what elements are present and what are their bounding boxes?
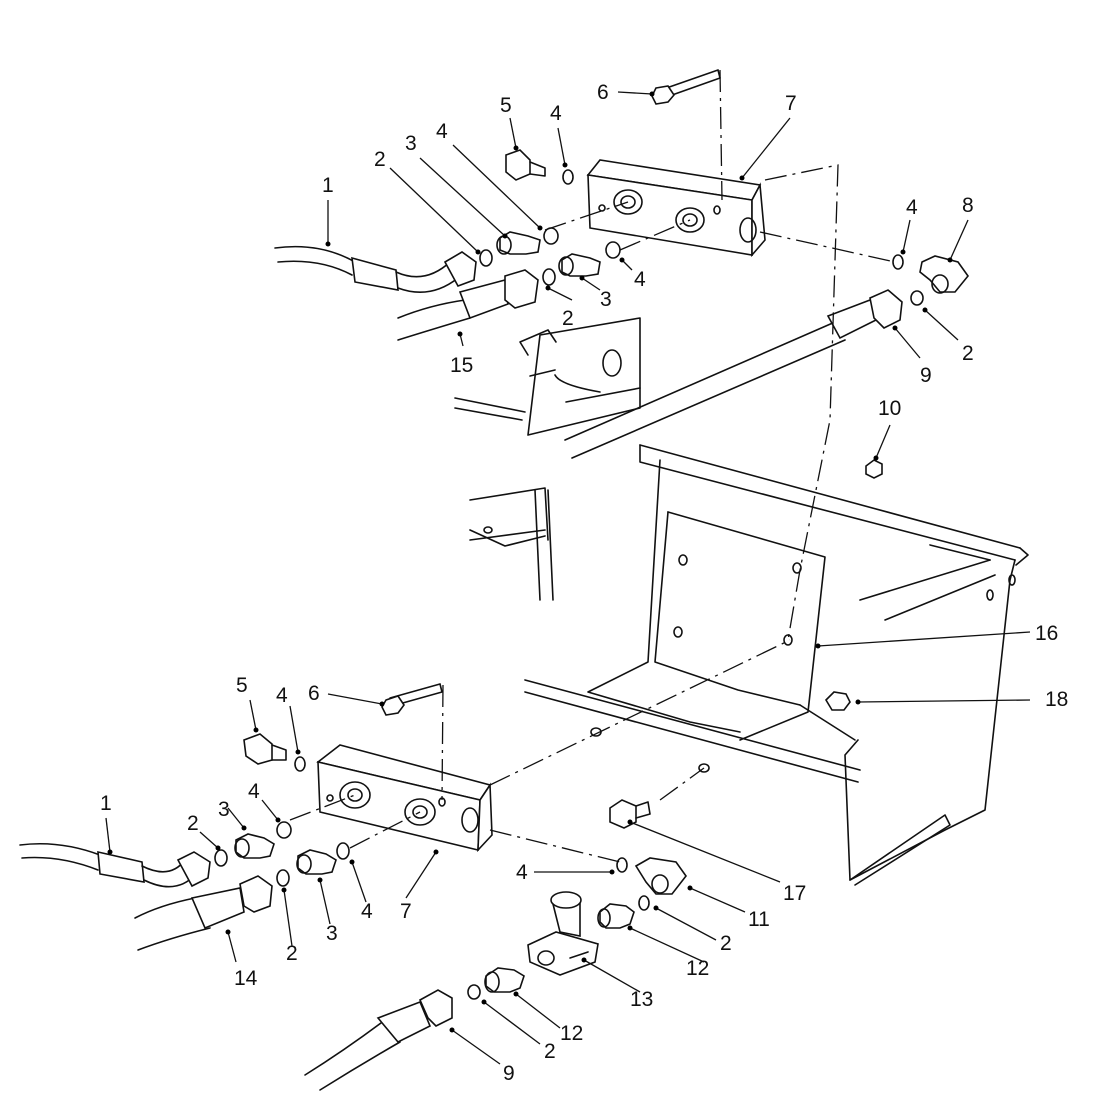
callout-bracket16: 16 bbox=[1035, 622, 1058, 645]
callout-nut10: 10 bbox=[878, 397, 901, 420]
callout-labels: 1 2 3 4 5 4 6 7 4 8 2 3 4 15 9 2 10 16 1… bbox=[100, 81, 1068, 1085]
callout-oring4-d: 4 bbox=[634, 268, 646, 291]
callout-oring-a: 2 bbox=[374, 148, 386, 171]
callout-oring4-h: 4 bbox=[516, 861, 528, 884]
callout-oring-d: 2 bbox=[187, 812, 199, 835]
callout-block-top: 7 bbox=[785, 92, 797, 115]
callout-elbow-top: 8 bbox=[962, 194, 974, 217]
callout-elbow11: 11 bbox=[748, 908, 770, 931]
callout-oring4-b: 4 bbox=[550, 102, 562, 125]
callout-oring4-a: 4 bbox=[436, 120, 448, 143]
callout-plug-bottom: 5 bbox=[236, 674, 248, 697]
callout-oring4-e: 4 bbox=[276, 684, 288, 707]
callout-plug-top: 5 bbox=[500, 94, 512, 117]
callout-nut18: 18 bbox=[1045, 688, 1068, 711]
callout-hose-top: 1 bbox=[322, 174, 334, 197]
callout-adapter-b: 3 bbox=[600, 288, 612, 311]
callout-hose9-top: 9 bbox=[920, 364, 932, 387]
callout-oring4-c: 4 bbox=[906, 196, 918, 219]
callout-bolt17: 17 bbox=[783, 882, 806, 905]
callout-bolt-top: 6 bbox=[597, 81, 609, 104]
callout-hose-bottom: 1 bbox=[100, 792, 112, 815]
callout-oring-f: 2 bbox=[720, 932, 732, 955]
callout-oring4-g: 4 bbox=[361, 900, 373, 923]
callout-adapter-c: 3 bbox=[218, 798, 230, 821]
callout-tee13: 13 bbox=[630, 988, 653, 1011]
callout-bolt-bottom: 6 bbox=[308, 682, 320, 705]
callout-block-bottom: 7 bbox=[400, 900, 412, 923]
callout-oring-e: 2 bbox=[286, 942, 298, 965]
callout-adapter-a: 3 bbox=[405, 132, 417, 155]
callout-oring-b: 2 bbox=[562, 307, 574, 330]
frame-structure bbox=[454, 317, 1029, 886]
leader-lines bbox=[105, 91, 1031, 1065]
callout-hose9-bottom: 9 bbox=[503, 1062, 515, 1085]
callout-hose14: 14 bbox=[234, 967, 258, 990]
callout-oring-g: 2 bbox=[544, 1040, 556, 1063]
callout-adapter-d: 3 bbox=[326, 922, 338, 945]
callout-oring-c: 2 bbox=[962, 342, 974, 365]
callout-hose15: 15 bbox=[450, 354, 473, 377]
callout-adapter12-a: 12 bbox=[686, 957, 709, 980]
top-assembly bbox=[274, 69, 970, 571]
callout-oring4-f: 4 bbox=[248, 780, 260, 803]
bottom-assembly bbox=[19, 459, 883, 1091]
callout-adapter12-b: 12 bbox=[560, 1022, 583, 1045]
